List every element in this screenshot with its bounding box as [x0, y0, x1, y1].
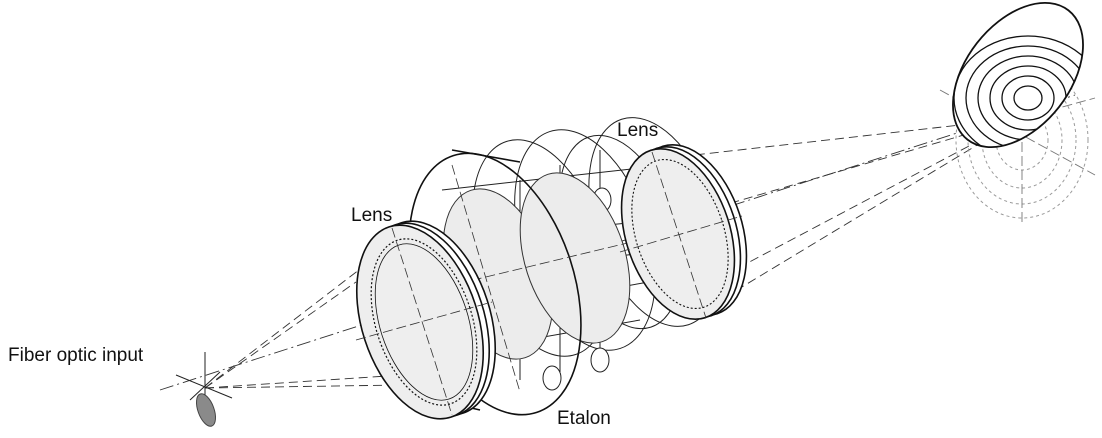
left-lens	[355, 220, 497, 420]
etalon-label: Etalon	[557, 408, 611, 429]
right-lens	[619, 143, 748, 321]
fringe-screen	[939, 1, 1102, 225]
left-lens-label: Lens	[351, 205, 393, 226]
etalon-plates	[442, 172, 631, 360]
fiber-optic-input	[175, 352, 233, 427]
right-lens-label: Lens	[617, 120, 659, 141]
fiber-optic-input-label: Fiber optic input	[8, 345, 144, 366]
